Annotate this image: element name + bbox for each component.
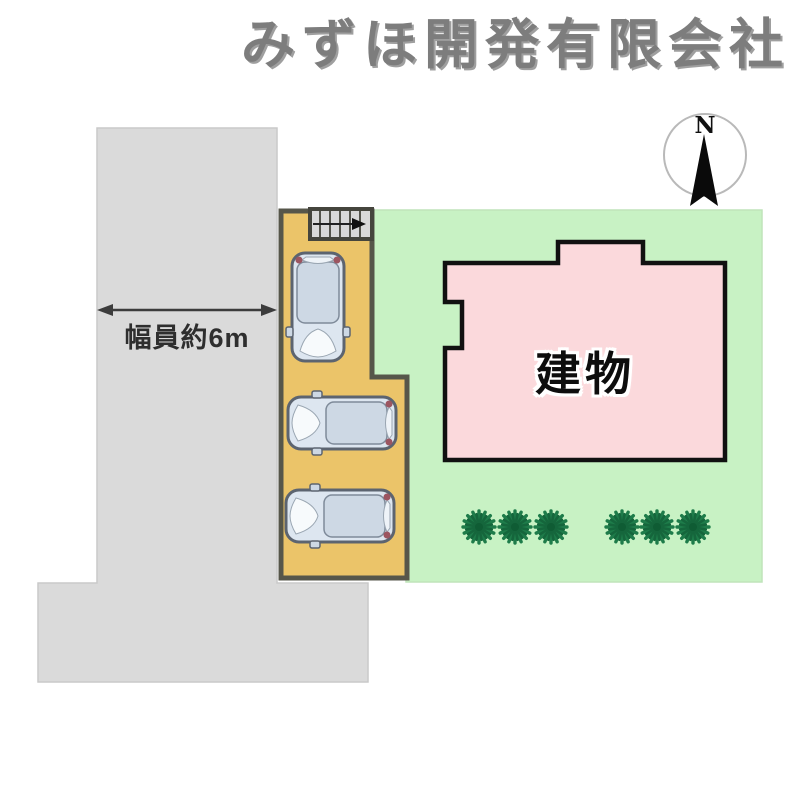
bush-icon xyxy=(497,509,533,545)
stairs-icon xyxy=(308,207,374,241)
bush-icon xyxy=(461,509,497,545)
car-icon xyxy=(284,251,352,363)
road-area xyxy=(37,127,369,683)
building-footprint xyxy=(442,239,728,463)
company-title: みずほ開発有限会社 xyxy=(241,15,790,75)
north-compass xyxy=(663,113,747,206)
compass-n-label: N xyxy=(694,112,716,139)
bush-icon xyxy=(639,509,675,545)
car-icon xyxy=(284,482,396,550)
building-label: 建物 xyxy=(535,348,635,400)
car-icon xyxy=(286,389,398,457)
bush-icon xyxy=(675,509,711,545)
bush-icon xyxy=(604,509,640,545)
road-width-arrow xyxy=(97,304,277,316)
compass-needle-icon xyxy=(690,134,718,206)
road-width-label: 幅員約6m xyxy=(124,323,250,353)
bush-icon xyxy=(533,509,569,545)
